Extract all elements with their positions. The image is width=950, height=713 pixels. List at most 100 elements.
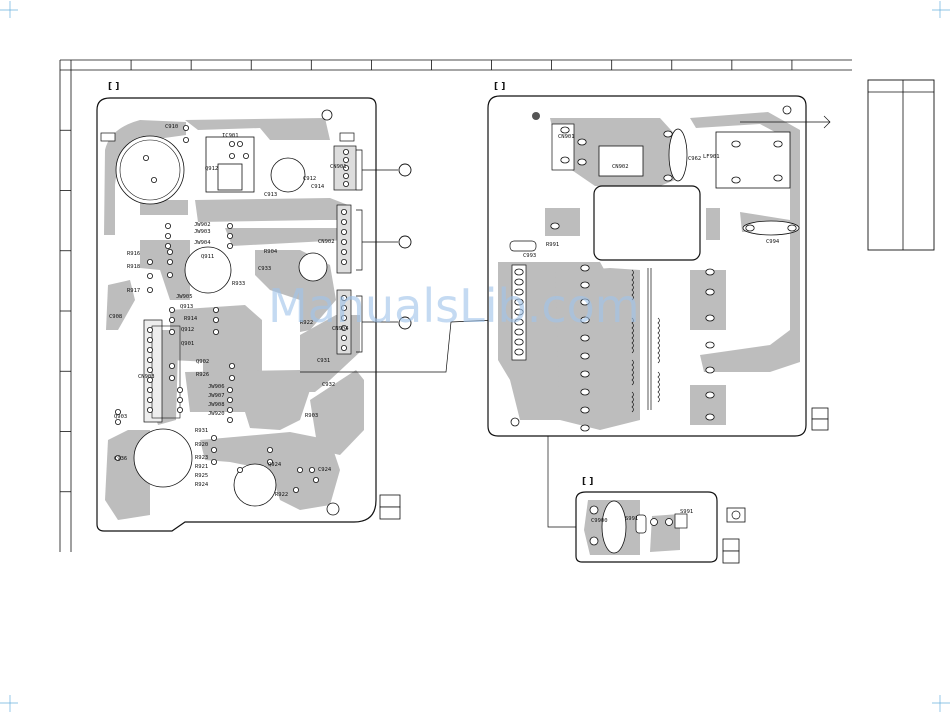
solder-pad bbox=[146, 406, 153, 413]
solder-pad bbox=[560, 156, 570, 164]
left-component-label: Q924 bbox=[268, 462, 282, 468]
coil-symbol bbox=[631, 391, 634, 413]
right-component-label: C993 bbox=[523, 253, 536, 259]
solder-pad bbox=[342, 148, 349, 155]
left-component-label: R916 bbox=[127, 251, 140, 257]
left-component-label: C913 bbox=[264, 192, 277, 198]
solder-pad bbox=[168, 362, 175, 369]
left-component-label: Q902 bbox=[196, 359, 209, 365]
solder-pad bbox=[146, 356, 153, 363]
solder-pad bbox=[212, 328, 219, 335]
solder-pad bbox=[514, 318, 524, 326]
coil-symbol bbox=[631, 317, 634, 354]
left-component-label: JW908 bbox=[208, 402, 225, 408]
coil-symbol bbox=[657, 317, 660, 364]
solder-pad bbox=[210, 434, 217, 441]
left-component-label: JW920 bbox=[208, 411, 225, 417]
solder-pad bbox=[146, 258, 153, 265]
solder-pad bbox=[228, 140, 235, 147]
left-component-label: R914 bbox=[184, 316, 198, 322]
solder-pad bbox=[340, 218, 347, 225]
solder-pad bbox=[340, 304, 347, 311]
solder-pad bbox=[340, 314, 347, 321]
right-board-title: [ ] bbox=[494, 82, 505, 92]
solder-pad bbox=[550, 222, 560, 230]
solder-pad bbox=[514, 298, 524, 306]
left-component-label: R917 bbox=[127, 288, 140, 294]
left-component-label: Q913 bbox=[180, 304, 193, 310]
left-component-label: CN903 bbox=[138, 374, 155, 380]
right-component-label: CN902 bbox=[612, 164, 629, 170]
left-component-label: CN901 bbox=[330, 164, 347, 170]
left-component-label: R903 bbox=[305, 413, 318, 419]
solder-pad bbox=[705, 341, 715, 349]
right-component-label: LF901 bbox=[703, 154, 720, 160]
solder-pad bbox=[164, 232, 171, 239]
left-component-label: Q912 bbox=[181, 327, 194, 333]
solder-pad bbox=[236, 466, 243, 473]
left-component-label: JW907 bbox=[208, 393, 225, 399]
solder-pad bbox=[176, 396, 183, 403]
solder-pad bbox=[514, 348, 524, 356]
solder-pad bbox=[146, 286, 153, 293]
solder-pad bbox=[731, 140, 741, 148]
coil-symbol bbox=[657, 371, 660, 403]
solder-pad bbox=[580, 298, 590, 306]
solder-pad bbox=[176, 406, 183, 413]
solder-pad bbox=[164, 222, 171, 229]
left-component-label: R933 bbox=[232, 281, 245, 287]
solder-pad bbox=[226, 416, 233, 423]
small-component-label: S991 bbox=[680, 509, 693, 515]
left-component-label: Q901 bbox=[181, 341, 194, 347]
solder-pad bbox=[580, 388, 590, 396]
solder-pad bbox=[340, 238, 347, 245]
solder-pad bbox=[580, 281, 590, 289]
solder-pad bbox=[342, 172, 349, 179]
solder-pad bbox=[580, 352, 590, 360]
solder-pad bbox=[340, 334, 347, 341]
solder-pad bbox=[146, 326, 153, 333]
left-component-label: JW905 bbox=[176, 294, 193, 300]
right-component-label: R991 bbox=[546, 242, 559, 248]
solder-pad bbox=[166, 271, 173, 278]
small-component-label: S991 bbox=[625, 516, 638, 522]
solder-pad bbox=[340, 344, 347, 351]
solder-pad bbox=[146, 396, 153, 403]
solder-pad bbox=[182, 136, 189, 143]
left-component-label: R918 bbox=[127, 264, 140, 270]
solder-pad bbox=[340, 228, 347, 235]
solder-pad bbox=[266, 458, 273, 465]
solder-pad bbox=[577, 158, 587, 166]
solder-pad bbox=[514, 288, 524, 296]
left-component-label: R922 bbox=[300, 320, 313, 326]
solder-pad bbox=[340, 208, 347, 215]
solder-pad bbox=[226, 232, 233, 239]
solder-pad bbox=[514, 328, 524, 336]
solder-pad bbox=[146, 346, 153, 353]
solder-pad bbox=[115, 408, 122, 415]
solder-pad bbox=[663, 174, 673, 182]
solder-pad bbox=[236, 140, 243, 147]
solder-pad bbox=[212, 316, 219, 323]
solder-pad bbox=[312, 476, 319, 483]
left-component-label: C908 bbox=[109, 314, 122, 320]
solder-pad bbox=[226, 222, 233, 229]
solder-pad bbox=[514, 308, 524, 316]
left-component-label: R920 bbox=[195, 442, 208, 448]
solder-pad bbox=[146, 386, 153, 393]
solder-pad bbox=[212, 306, 219, 313]
left-component-label: C931 bbox=[317, 358, 330, 364]
solder-pad bbox=[580, 424, 590, 432]
solder-pad bbox=[580, 334, 590, 342]
solder-pad bbox=[176, 386, 183, 393]
solder-pad bbox=[773, 140, 783, 148]
left-component-label: R925 bbox=[195, 473, 208, 479]
small-component-label: C9900 bbox=[591, 518, 608, 524]
solder-pad bbox=[580, 264, 590, 272]
solder-pad bbox=[226, 406, 233, 413]
left-component-label: C932 bbox=[322, 382, 335, 388]
solder-pad bbox=[340, 324, 347, 331]
solder-pad bbox=[168, 328, 175, 335]
solder-pad bbox=[228, 152, 235, 159]
